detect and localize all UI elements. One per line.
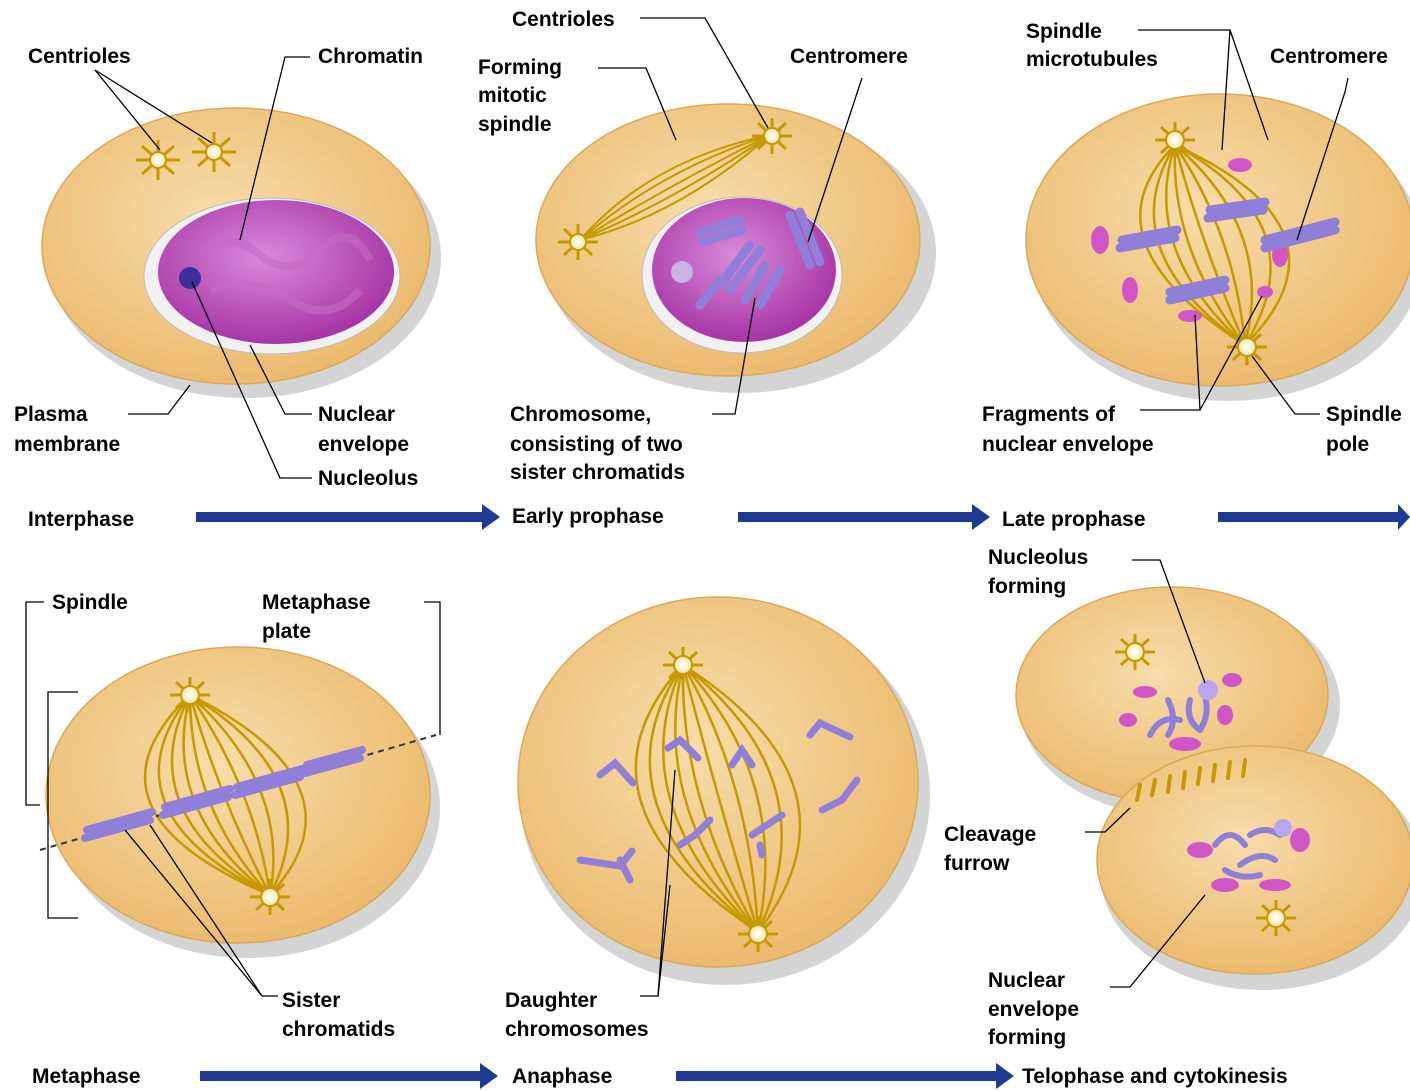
- arrow-1-icon: [196, 504, 500, 530]
- label-centromere-2: Centromere: [1270, 45, 1388, 68]
- pole-top: [1155, 122, 1195, 158]
- label-furrow-2: furrow: [944, 852, 1010, 875]
- label-centrioles-2: Centrioles: [512, 8, 615, 31]
- telophase-panel: Nucleolus forming Cleavage furrow Nuclea…: [944, 546, 1410, 1088]
- label-spindle-2: mitotic: [478, 84, 547, 107]
- phase-early-prophase: Early prophase: [512, 505, 664, 528]
- label-centrioles-1: Centrioles: [28, 45, 131, 68]
- early-prophase-panel: Centrioles Forming mitotic spindle Centr…: [478, 8, 936, 528]
- label-fragments-1: Fragments of: [982, 403, 1116, 426]
- label-nucleolus-forming-1: Nucleolus: [988, 546, 1088, 569]
- label-chromatids-1: Sister: [282, 989, 340, 1012]
- label-envelope-forming-2: envelope: [988, 998, 1079, 1021]
- phase-anaphase: Anaphase: [512, 1065, 612, 1088]
- label-envelope-forming-3: forming: [988, 1026, 1066, 1049]
- label-chromosome-1: Chromosome,: [510, 403, 651, 426]
- label-spindle: Spindle: [52, 591, 128, 614]
- nucleolus-forming: [1198, 680, 1218, 700]
- label-envelope-forming-1: Nuclear: [988, 969, 1065, 992]
- arrow-3-icon: [1218, 504, 1410, 530]
- bracket-spindle-outer: [26, 602, 44, 805]
- label-pole-2: pole: [1326, 433, 1369, 456]
- label-chromatin: Chromatin: [318, 45, 423, 68]
- cell: [1026, 94, 1410, 386]
- pole-top: [1115, 634, 1155, 670]
- label-plasma-2: membrane: [14, 433, 120, 456]
- label-microtubules-2: microtubules: [1026, 48, 1158, 71]
- phase-interphase: Interphase: [28, 508, 134, 531]
- label-plate-2: plate: [262, 620, 311, 643]
- phase-telophase: Telophase and cytokinesis: [1022, 1065, 1288, 1088]
- pole-top: [663, 647, 703, 683]
- label-chromosome-2: consisting of two: [510, 433, 683, 456]
- label-nucleolus: Nucleolus: [318, 467, 418, 490]
- label-centromere-1: Centromere: [790, 45, 908, 68]
- pole-bottom: [250, 879, 290, 915]
- phase-late-prophase: Late prophase: [1002, 508, 1146, 531]
- interphase-panel: Centrioles Chromatin Plasma membrane Nuc…: [14, 45, 441, 531]
- label-furrow-1: Cleavage: [944, 823, 1036, 846]
- label-daughter-2: chromosomes: [505, 1018, 649, 1041]
- metaphase-panel: Spindle Metaphase plate Sister chromatid…: [26, 591, 440, 1088]
- centriole-top: [752, 118, 792, 154]
- late-prophase-panel: Spindle microtubules Centromere Fragment…: [982, 20, 1410, 531]
- label-plate-1: Metaphase: [262, 591, 371, 614]
- pole-top: [170, 677, 210, 713]
- nucleolus: [671, 261, 693, 283]
- label-fragments-2: nuclear envelope: [982, 433, 1154, 456]
- label-spindle-3: spindle: [478, 113, 552, 136]
- nucleolus: [179, 267, 201, 289]
- anaphase-panel: Daughter chromosomes Anaphase: [505, 597, 930, 1088]
- label-envelope-1: Nuclear: [318, 403, 395, 426]
- label-spindle-1: Forming: [478, 56, 562, 79]
- label-envelope-2: envelope: [318, 433, 409, 456]
- label-plasma-1: Plasma: [14, 403, 88, 426]
- label-daughter-1: Daughter: [505, 989, 597, 1012]
- phase-metaphase: Metaphase: [32, 1065, 141, 1088]
- pole-bottom: [1256, 900, 1296, 936]
- centriole-left: [558, 224, 598, 260]
- arrow-2-icon: [738, 504, 990, 530]
- bracket-plate: [424, 602, 440, 735]
- label-pole-1: Spindle: [1326, 403, 1402, 426]
- label-nucleolus-forming-2: forming: [988, 575, 1066, 598]
- pole-bottom: [738, 916, 778, 952]
- centriole-left: [136, 140, 180, 180]
- arrow-5-icon: [676, 1063, 1014, 1089]
- label-chromosome-3: sister chromatids: [510, 461, 685, 484]
- centriole-right: [192, 132, 236, 172]
- arrow-4-icon: [200, 1063, 498, 1089]
- label-microtubules-1: Spindle: [1026, 20, 1102, 43]
- pole-bottom: [1227, 329, 1267, 365]
- label-chromatids-2: chromatids: [282, 1018, 395, 1041]
